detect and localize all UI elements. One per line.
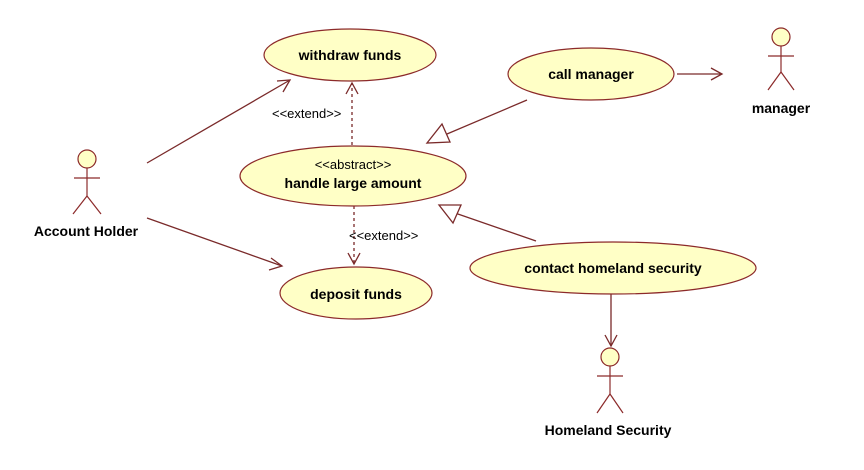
account-holder-label: Account Holder bbox=[34, 223, 139, 239]
contact-homeland-security-label: contact homeland security bbox=[524, 260, 702, 276]
homeland-security-left-leg bbox=[596, 393, 611, 414]
handle-large-amount-label: handle large amount bbox=[285, 175, 422, 191]
use-case-contact-homeland-security[interactable]: contact homeland security bbox=[469, 241, 757, 295]
manager-label: manager bbox=[752, 100, 811, 116]
deposit-funds-label: deposit funds bbox=[310, 286, 402, 302]
extend-deposit-label: <<extend>> bbox=[349, 228, 418, 243]
homeland-security-head bbox=[600, 347, 620, 367]
handle-large-amount-ellipse bbox=[239, 145, 467, 207]
call-manager-ellipse bbox=[507, 47, 675, 101]
withdraw-funds-label: withdraw funds bbox=[298, 47, 402, 63]
association-homeland-security bbox=[604, 292, 618, 348]
contact-homeland-security-ellipse bbox=[469, 241, 757, 295]
account-holder-right-leg bbox=[86, 195, 102, 215]
account-holder-head bbox=[77, 149, 97, 169]
actor-homeland-security[interactable]: Homeland Security bbox=[545, 347, 672, 438]
manager-right-leg bbox=[780, 71, 795, 91]
manager-left-leg bbox=[767, 71, 782, 91]
actor-account-holder[interactable]: Account Holder bbox=[34, 149, 139, 239]
call-manager-label: call manager bbox=[548, 66, 634, 82]
homeland-security-right-leg bbox=[609, 393, 624, 414]
handle-large-amount-stereotype: <<abstract>> bbox=[315, 157, 392, 172]
deposit-funds-ellipse bbox=[279, 266, 433, 320]
extend-deposit-arrow bbox=[347, 206, 361, 266]
actor-manager[interactable]: manager bbox=[752, 27, 811, 116]
generalization-contact-homeland bbox=[437, 204, 537, 242]
use-case-withdraw-funds[interactable]: withdraw funds bbox=[263, 28, 437, 82]
association-withdraw bbox=[146, 79, 292, 164]
use-case-deposit-funds[interactable]: deposit funds bbox=[279, 266, 433, 320]
extend-withdraw-arrow bbox=[345, 81, 359, 145]
withdraw-funds-ellipse bbox=[263, 28, 437, 82]
use-case-handle-large-amount[interactable]: <<abstract>> handle large amount bbox=[239, 145, 467, 207]
generalization-call-manager bbox=[425, 99, 528, 144]
homeland-security-label: Homeland Security bbox=[545, 422, 672, 438]
account-holder-left-leg bbox=[72, 195, 88, 215]
use-case-call-manager[interactable]: call manager bbox=[507, 47, 675, 101]
association-deposit bbox=[146, 217, 284, 271]
extend-withdraw-label: <<extend>> bbox=[272, 106, 341, 121]
manager-head bbox=[771, 27, 791, 47]
association-manager bbox=[677, 67, 724, 81]
